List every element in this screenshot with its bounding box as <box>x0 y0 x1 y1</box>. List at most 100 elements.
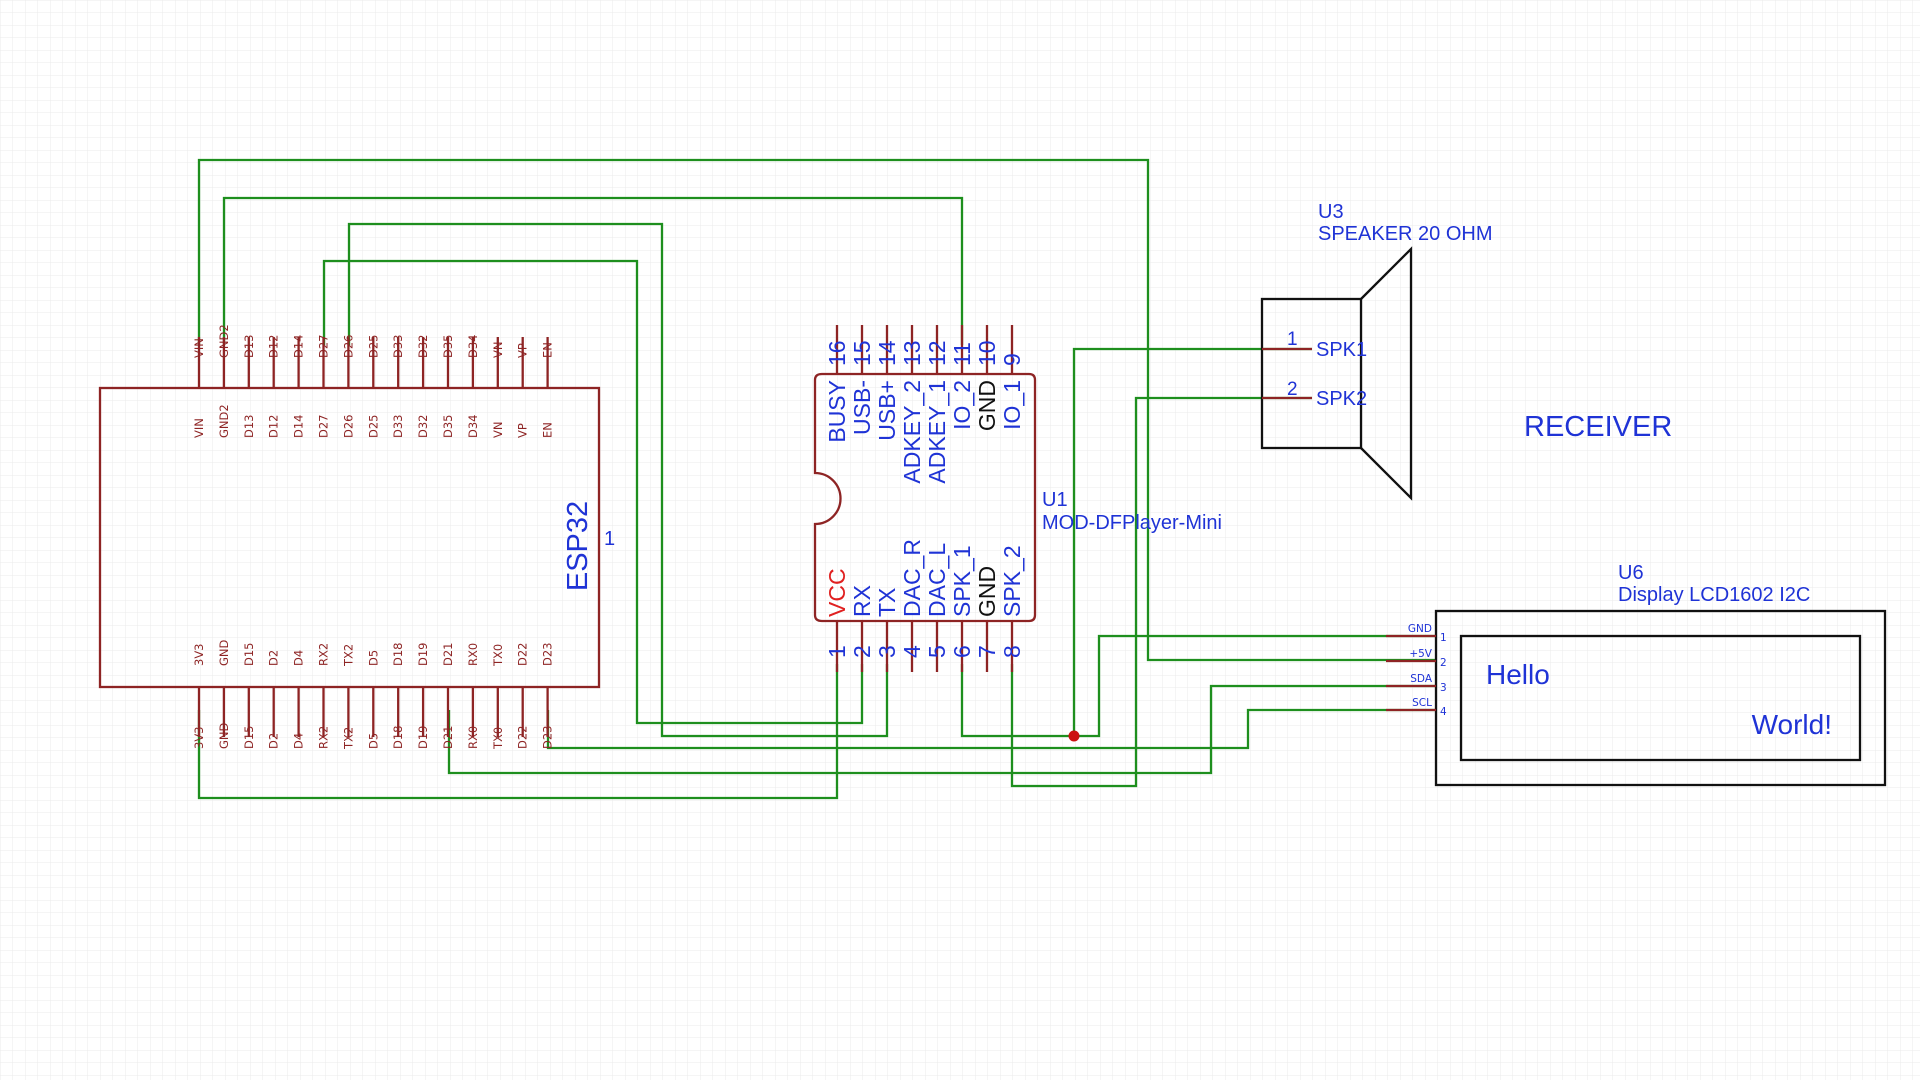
wire-dfgnd-lcdgnd[interactable] <box>960 634 1436 738</box>
dfplayer-top-pin-label: ADKEY_1 <box>924 380 950 484</box>
esp32-top-pin-inner-label: D25 <box>366 415 380 439</box>
wire-vin-5v[interactable] <box>197 158 1436 662</box>
speaker-pin1-label: SPK1 <box>1316 339 1367 361</box>
speaker-cone <box>1360 246 1413 501</box>
dfplayer-top-pin-number: 13 <box>899 340 925 366</box>
lcd-screen <box>1459 634 1862 762</box>
esp32-top-pin-inner-label: D12 <box>267 415 281 439</box>
dfplayer-top-pin-number: 14 <box>874 340 900 366</box>
esp32-name: ESP32 <box>562 501 594 591</box>
wire-3v3-vcc[interactable] <box>197 664 839 800</box>
esp32-top-pin-inner-label: EN <box>541 422 555 438</box>
wire-spk2[interactable] <box>1010 396 1312 788</box>
esp32-bottom-pin-outer-label: D23 <box>541 726 555 750</box>
esp32-top-pin-outer-label: D32 <box>416 335 430 359</box>
junction-dot <box>1068 730 1080 742</box>
wire-d26-tx[interactable] <box>347 222 889 738</box>
lcd-refdes: U6 <box>1618 562 1644 584</box>
lcd-pin-number: 1 <box>1440 632 1447 644</box>
speaker-body <box>1260 297 1363 450</box>
wire-d21-sda[interactable] <box>447 684 1436 775</box>
lcd-screen-line1: Hello <box>1486 659 1550 690</box>
dfplayer-bottom-pin-number: 4 <box>899 645 925 658</box>
dfplayer-bottom-pin-label: VCC <box>824 568 850 617</box>
lcd-pin-number: 4 <box>1440 706 1447 718</box>
dfplayer-bottom-pin-label: TX <box>874 588 900 617</box>
speaker-value: SPEAKER 20 OHM <box>1318 223 1493 245</box>
dfplayer-refdes: U1 <box>1042 489 1068 511</box>
dfplayer-bottom-pin-number: 3 <box>874 645 900 658</box>
dfplayer-bottom-pin-label: RX <box>849 585 875 617</box>
dfplayer-bottom-pin-number: 7 <box>974 645 1000 658</box>
wire-d27-rx[interactable] <box>322 259 864 725</box>
speaker-pin2-num: 2 <box>1287 379 1298 400</box>
esp32-top-pin-inner-label: GND2 <box>217 404 231 438</box>
dfplayer-top-pin-number: 11 <box>949 342 975 366</box>
dfplayer-bottom-pin-number: 2 <box>849 645 875 658</box>
esp32-bottom-pin-inner-label: D15 <box>242 643 256 667</box>
dfplayer-top-pin-label: GND <box>974 380 1000 431</box>
dfplayer-module[interactable]: 16BUSY15USB-14USB+13ADKEY_212ADKEY_111IO… <box>813 325 1222 672</box>
lcd-pin-label: SDA <box>1410 673 1433 685</box>
dfplayer-bottom-pin-label: SPK_1 <box>949 545 975 617</box>
esp32-bottom-pin-outer-label: D22 <box>516 726 530 750</box>
lcd-screen-line2: World! <box>1752 709 1832 740</box>
esp32-bottom-pin-inner-label: TX0 <box>491 644 505 667</box>
wire-junction-spk1[interactable] <box>1072 347 1312 736</box>
esp32-bottom-pin-inner-label: D23 <box>541 643 555 667</box>
esp32-bottom-pin-inner-label: D21 <box>441 643 455 667</box>
dfplayer-top-pin-number: 9 <box>999 353 1025 366</box>
speaker-pin1-num: 1 <box>1287 329 1298 350</box>
esp32-bottom-pin-outer-label: 3V3 <box>192 726 206 749</box>
esp32-bottom-pin-outer-label: D2 <box>267 733 281 749</box>
esp32-top-pin-inner-label: D35 <box>441 415 455 439</box>
lcd-pin-label: SCL <box>1412 697 1432 709</box>
dfplayer-top-pin-label: IO_1 <box>999 380 1025 430</box>
dfplayer-value: MOD-DFPlayer-Mini <box>1042 512 1222 534</box>
dfplayer-top-pin-number: 12 <box>924 340 950 366</box>
dfplayer-bottom-pin-label: DAC_L <box>924 543 950 617</box>
esp32-top-pin-outer-label: D35 <box>441 335 455 359</box>
esp32-bottom-pin-inner-label: RX0 <box>466 643 480 666</box>
esp32-bottom-pin-outer-label: D19 <box>416 726 430 750</box>
esp32-top-pin-outer-label: D25 <box>366 335 380 359</box>
esp32-top-pin-inner-label: VN <box>491 422 505 438</box>
dfplayer-bottom-pin-number: 8 <box>999 645 1025 658</box>
esp32-top-pin-outer-label: VP <box>516 343 530 358</box>
esp32-top-pin-outer-label: EN <box>541 342 555 358</box>
esp32-bottom-pin-outer-label: TX2 <box>341 727 355 750</box>
dfplayer-bottom-pin-number: 5 <box>924 645 950 658</box>
esp32-top-pin-outer-label: D34 <box>466 335 480 359</box>
esp32-bottom-pin-outer-label: D15 <box>242 726 256 750</box>
lcd-pin-label: GND <box>1408 623 1432 635</box>
esp32-top-pin-outer-label: D27 <box>317 335 331 359</box>
esp32-bottom-pin-outer-label: RX0 <box>466 726 480 749</box>
dfplayer-top-pin-number: 10 <box>974 340 1000 366</box>
speaker-component[interactable]: 1 2 SPK1 SPK2 U3 SPEAKER 20 OHM <box>1260 201 1493 501</box>
esp32-top-pin-outer-label: D12 <box>267 335 281 359</box>
esp32-bottom-pin-outer-label: D5 <box>366 733 380 749</box>
dfplayer-bottom-pin-label: DAC_R <box>899 539 925 617</box>
esp32-module[interactable]: VINVINGND2GND2D13D13D12D12D14D14D27D27D2… <box>98 324 615 750</box>
dfplayer-bottom-pin-label: SPK_2 <box>999 545 1025 617</box>
esp32-top-pin-inner-label: D13 <box>242 415 256 439</box>
esp32-top-pin-outer-label: D14 <box>292 335 306 359</box>
esp32-top-pin-inner-label: D34 <box>466 415 480 439</box>
dfplayer-bottom-pin-number: 6 <box>949 645 975 658</box>
esp32-bottom-pin-outer-label: RX2 <box>317 726 331 749</box>
esp32-bottom-pin-inner-label: 3V3 <box>192 643 206 666</box>
dfplayer-top-pin-label: IO_2 <box>949 380 975 430</box>
esp32-bottom-pin-inner-label: D22 <box>516 643 530 667</box>
lcd-pin-number: 3 <box>1440 682 1447 694</box>
dfplayer-pins: 16BUSY15USB-14USB+13ADKEY_212ADKEY_111IO… <box>824 325 1025 672</box>
dfplayer-top-pin-number: 15 <box>849 340 875 366</box>
esp32-top-pin-outer-label: D26 <box>341 335 355 359</box>
wire-gnd2-dfgnd[interactable] <box>222 196 964 345</box>
esp32-bottom-pin-outer-label: D21 <box>441 726 455 750</box>
receiver-label: RECEIVER <box>1524 411 1672 443</box>
esp32-pins: VINVINGND2GND2D13D13D12D12D14D14D27D27D2… <box>192 324 555 750</box>
esp32-bottom-pin-inner-label: D5 <box>366 650 380 666</box>
